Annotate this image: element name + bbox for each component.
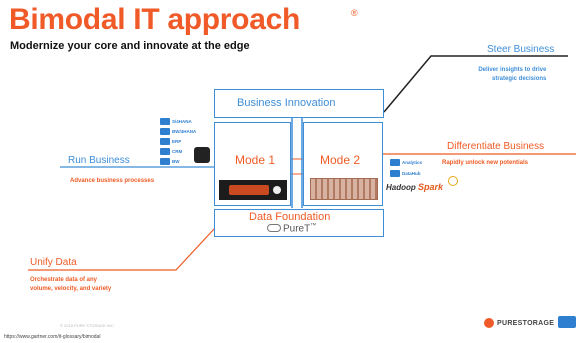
data-foundation-label: Data Foundation (249, 211, 331, 223)
sap-logo-icon (558, 316, 576, 328)
unify-data-title: Unify Data (30, 257, 77, 268)
source-url[interactable]: https://www.gartner.com/it-glossary/bimo… (4, 334, 101, 340)
pure-logo-icon: PureT™ (267, 223, 316, 234)
slide-subtitle: Modernize your core and innovate at the … (10, 40, 250, 52)
analytics-tag: Analytics (402, 160, 423, 165)
hadoop-logo: Hadoop (386, 183, 416, 192)
sap-icon-2 (390, 170, 400, 177)
pure-storage-brand: PURESTORAGE (497, 320, 555, 327)
unify-data-desc: Orchestrate data of any volume, velocity… (30, 277, 112, 292)
mode1-label: Mode 1 (235, 153, 276, 167)
differentiate-business-title: Differentiate Business (447, 141, 545, 152)
mode2-label: Mode 2 (320, 153, 361, 167)
steer-connector (383, 55, 568, 113)
sap-icon (390, 159, 400, 166)
db-cube-icon (194, 147, 210, 163)
slide-title: Bimodal IT approach (9, 3, 301, 36)
run-business-title: Run Business (68, 155, 130, 166)
steer-business-title: Steer Business (487, 44, 555, 55)
mode2-box: Mode 2 (303, 122, 383, 206)
data-foundation-box: Data Foundation PureT™ (214, 209, 384, 237)
mode1-box: Mode 1 (214, 122, 291, 206)
pure-storage-logo-icon (484, 318, 494, 328)
modern-server-image (310, 178, 378, 200)
copyright: © 2018 PURE STORAGE INC. (60, 323, 115, 328)
unify-connector (28, 227, 216, 271)
legacy-server-image (219, 180, 287, 200)
differentiate-business-desc: Rapidly unlock new potentials (442, 160, 529, 166)
business-innovation-label: Business Innovation (237, 97, 336, 109)
datahub-tag: DataHub (402, 171, 421, 176)
business-innovation-box: Business Innovation (214, 89, 384, 118)
run-business-desc: Advance business processes (70, 178, 155, 184)
spark-star-icon (448, 176, 458, 186)
steer-business-desc: Deliver insights to drive strategic deci… (478, 67, 547, 82)
registered-mark: ® (351, 8, 358, 18)
spark-logo: Spark (418, 182, 444, 192)
